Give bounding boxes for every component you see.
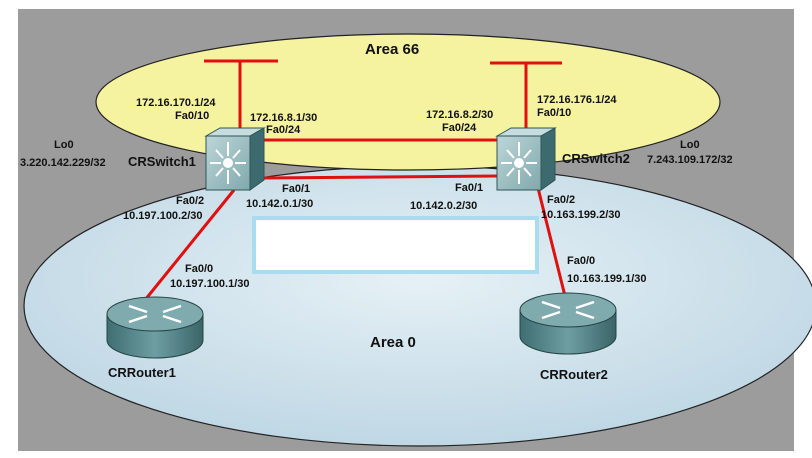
- switch2-fa01-port: Fa0/1: [455, 182, 483, 194]
- switch2-lo0-label: Lo0: [680, 139, 700, 151]
- switch1-lo0-label: Lo0: [54, 139, 74, 151]
- area-66-label: Area 66: [365, 41, 419, 58]
- router2-name: CRRouter2: [540, 367, 608, 382]
- router1-fa00-port: Fa0/0: [185, 263, 213, 275]
- router2-fa00-ip: 10.163.199.1/30: [567, 273, 647, 285]
- area-0-label: Area 0: [370, 334, 416, 351]
- switch-icon: [204, 127, 266, 191]
- link-fa01: [263, 174, 498, 180]
- switch2-fa02-port: Fa0/2: [547, 194, 575, 206]
- link-switch2-router2: [536, 187, 567, 297]
- switch-icon: [495, 127, 557, 191]
- switch1-lo0-ip: 3.220.142.229/32: [20, 157, 106, 169]
- router-icon: [106, 296, 204, 359]
- switch1-fa010-ip: 172.16.170.1/24: [136, 97, 216, 109]
- switch2-lo0-ip: 7.243.109.172/32: [647, 154, 733, 166]
- lan-segment-switch1: [204, 59, 278, 128]
- lan-segment-switch2: [490, 61, 562, 130]
- switch1-name: CRSwitch1: [128, 154, 196, 169]
- switch2-fa024-port: Fa0/24: [442, 122, 477, 134]
- router1-fa00-ip: 10.197.100.1/30: [170, 278, 250, 290]
- switch2-fa024-ip: 172.16.8.2/30: [426, 109, 493, 121]
- router2-fa00-port: Fa0/0: [567, 255, 595, 267]
- router1-name: CRRouter1: [108, 365, 176, 380]
- switch2-name: CRSwitch2: [562, 151, 630, 166]
- switch1-fa01-ip: 10.142.0.1/30: [246, 198, 313, 210]
- router-icon: [519, 292, 617, 355]
- switch1-fa010-port: Fa0/10: [175, 110, 209, 122]
- switch2-fa010-port: Fa0/10: [537, 107, 571, 119]
- switch2-fa02-ip: 10.163.199.2/30: [541, 209, 621, 221]
- switch2-fa010-ip: 172.16.176.1/24: [537, 94, 617, 106]
- blank-callout-box: [252, 216, 539, 274]
- switch1-fa024-ip: 172.16.8.1/30: [250, 112, 317, 124]
- switch2-fa01-ip: 10.142.0.2/30: [410, 200, 477, 212]
- switch1-fa02-ip: 10.197.100.2/30: [123, 210, 203, 222]
- switch1-fa01-port: Fa0/1: [282, 183, 310, 195]
- switch1-fa02-port: Fa0/2: [176, 195, 204, 207]
- link-switch1-router1: [143, 189, 236, 301]
- switch1-fa024-port: Fa0/24: [266, 124, 301, 136]
